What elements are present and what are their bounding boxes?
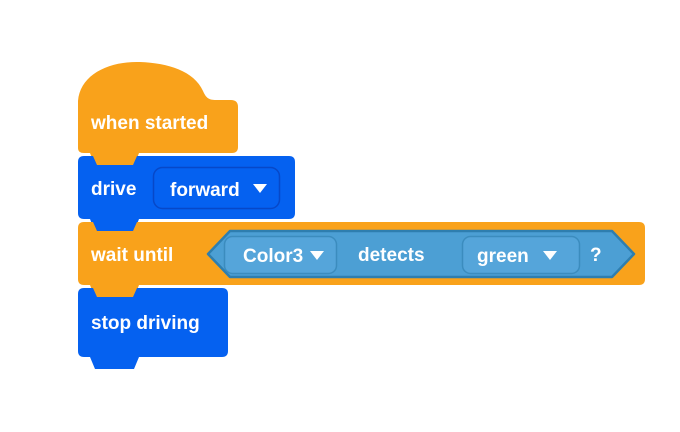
- dropdown-value-forward: forward: [170, 180, 240, 201]
- block-label-when-started: when started: [90, 113, 208, 134]
- drive-direction-dropdown[interactable]: forward: [152, 166, 281, 210]
- dropdown-field[interactable]: [152, 166, 281, 210]
- block-when-started[interactable]: when started: [78, 61, 238, 166]
- dropdown-value-green: green: [477, 246, 529, 267]
- stop-driving-block-shape[interactable]: [78, 288, 228, 369]
- sensor-color-dropdown[interactable]: green: [461, 235, 581, 275]
- dropdown-field[interactable]: [461, 235, 581, 275]
- condition-question-mark-label: ?: [590, 245, 602, 266]
- hat-block-shape[interactable]: [78, 61, 238, 166]
- block-drive[interactable]: drive forward: [78, 156, 295, 232]
- block-label-drive: drive: [91, 179, 136, 200]
- dropdown-value-color3: Color3: [243, 246, 303, 267]
- dropdown-caret-icon[interactable]: [310, 251, 324, 260]
- dropdown-caret-icon[interactable]: [543, 251, 557, 260]
- condition-block-color-detects[interactable]: Color3 detects green ?: [206, 229, 636, 279]
- condition-verb-label: detects: [358, 245, 425, 266]
- block-label-stop-driving: stop driving: [91, 313, 200, 334]
- block-label-wait-until: wait until: [90, 245, 173, 266]
- block-stop-driving[interactable]: stop driving: [78, 288, 228, 369]
- block-wait-until[interactable]: wait until Color3 detects green ?: [78, 222, 645, 298]
- sensor-device-dropdown[interactable]: Color3: [223, 235, 338, 275]
- dropdown-caret-icon[interactable]: [253, 184, 267, 193]
- dropdown-field[interactable]: [223, 235, 338, 275]
